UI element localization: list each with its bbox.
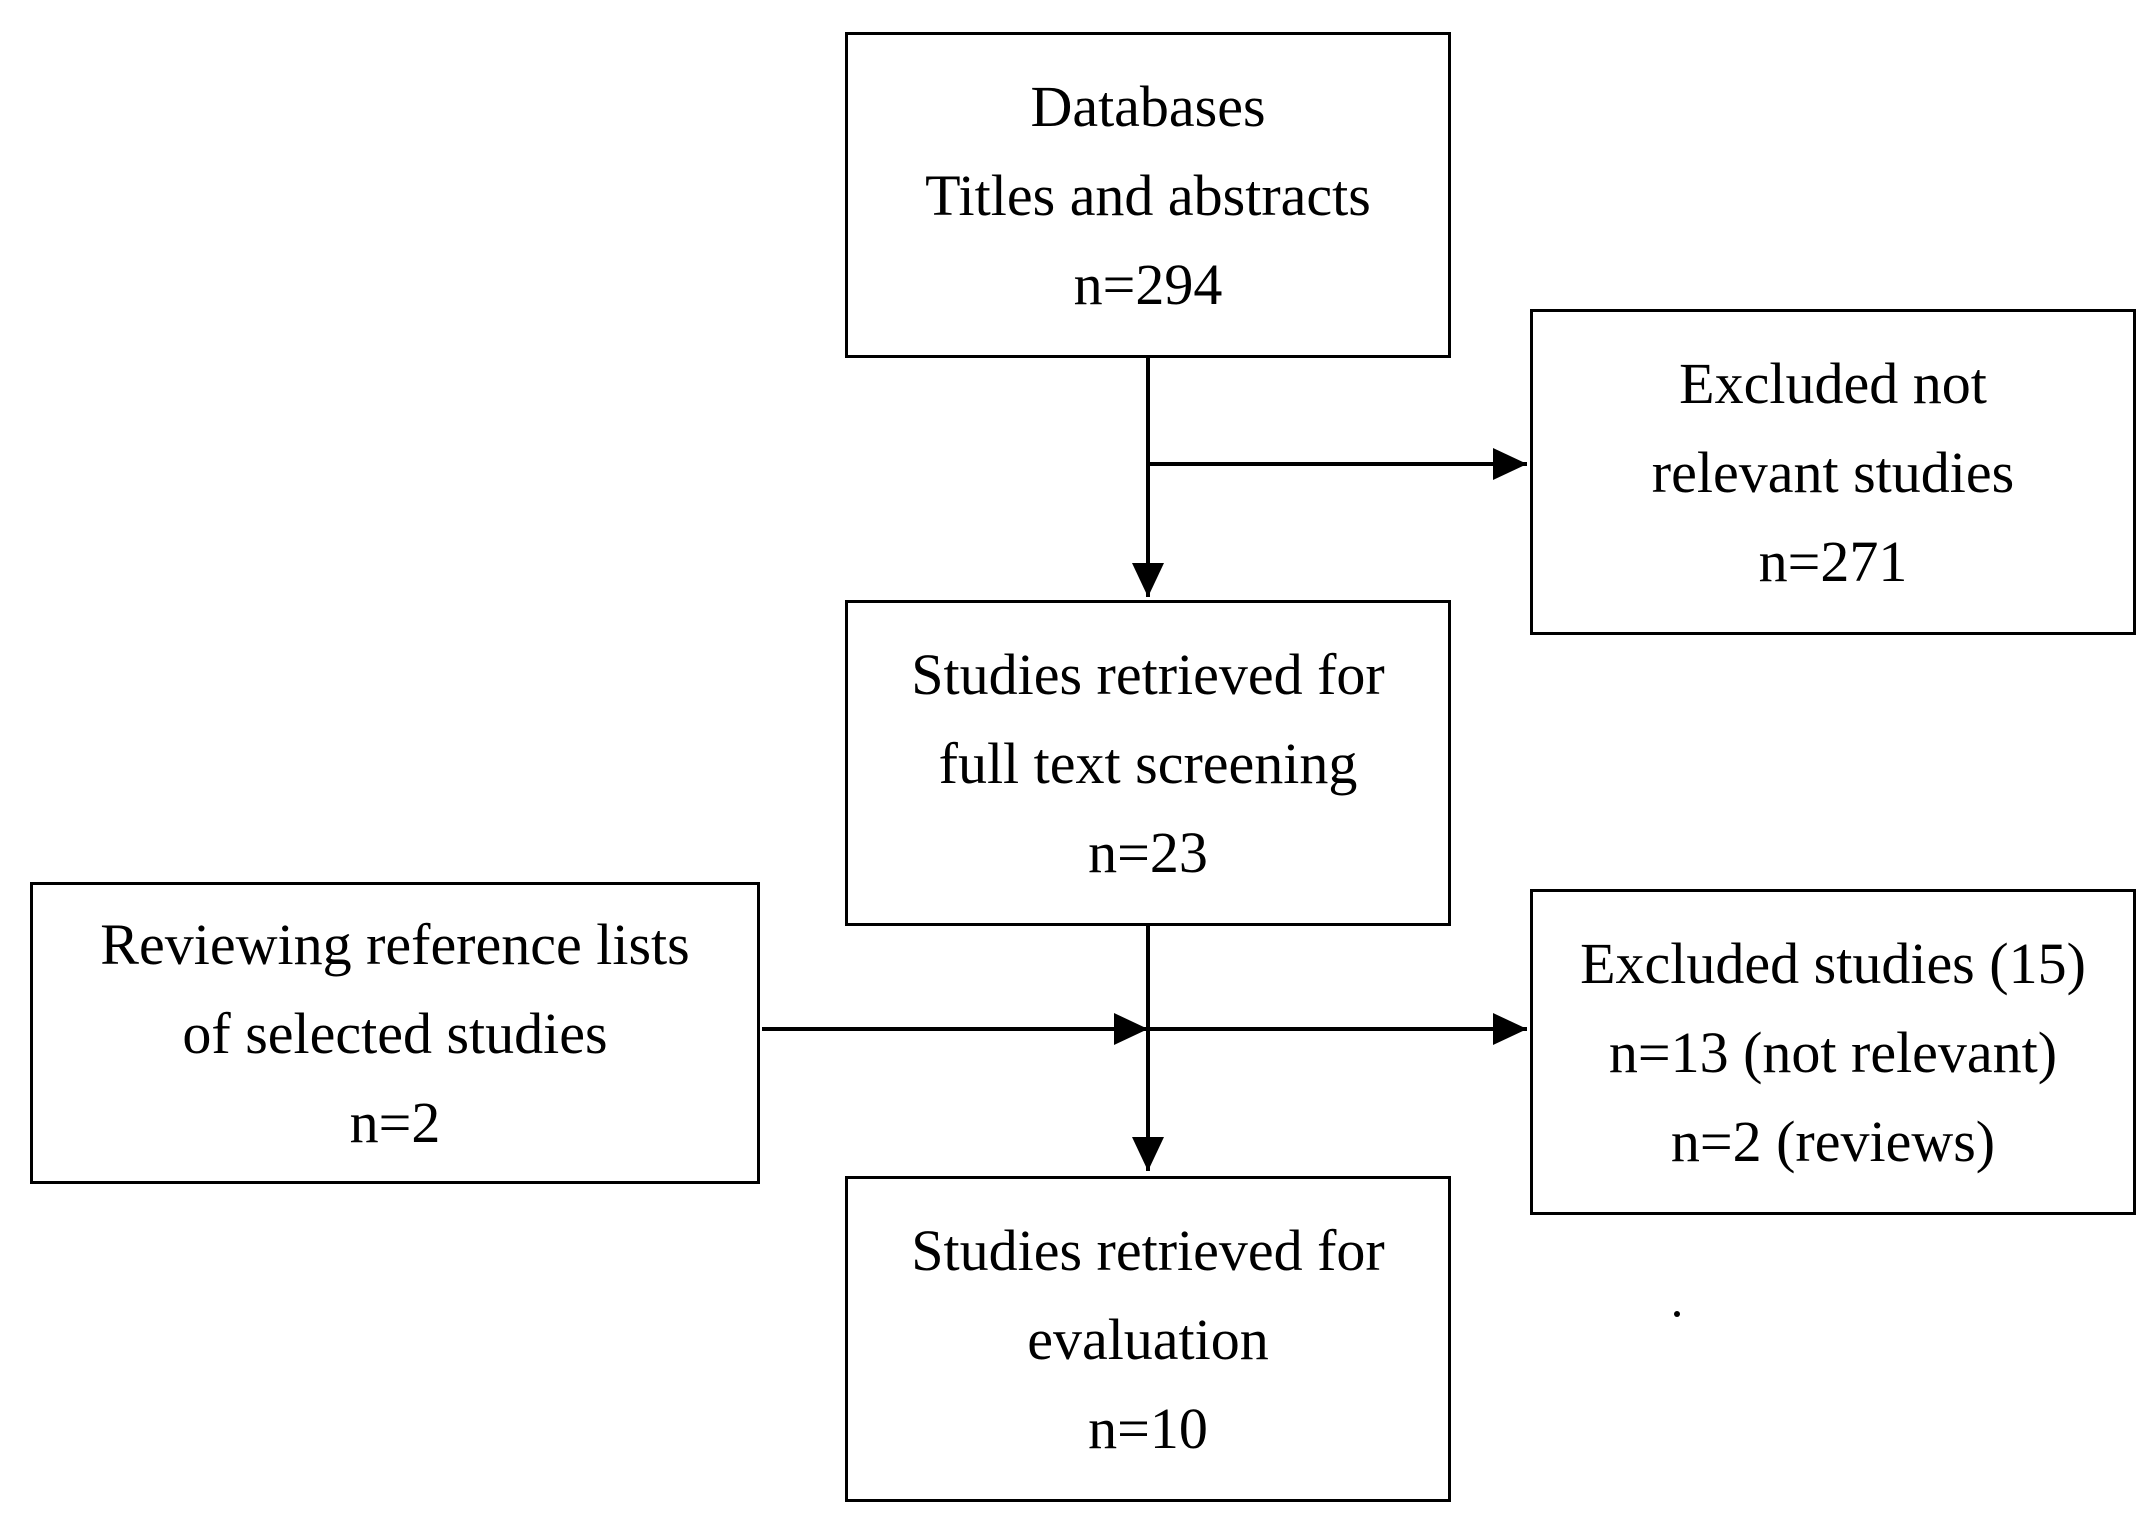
- excluded-studies-line-2: n=13 (not relevant): [1608, 1019, 2058, 1085]
- databases-box: Databases Titles and abstracts n=294: [845, 32, 1451, 358]
- databases-line-1: Databases: [1030, 73, 1266, 139]
- stray-dot: [1674, 1311, 1680, 1317]
- arrowhead-reference-lists-to-main: [1114, 1013, 1148, 1045]
- excluded-studies-line-3: n=2 (reviews): [1670, 1108, 1996, 1174]
- reference-lists-line-3: n=2: [349, 1089, 441, 1155]
- full-text-screening-line-3: n=23: [1088, 819, 1208, 885]
- full-text-screening-line-1: Studies retrieved for: [911, 641, 1385, 707]
- reference-lists-line-2: of selected studies: [182, 1000, 608, 1066]
- databases-line-3: n=294: [1073, 251, 1223, 317]
- evaluation-line-3: n=10: [1088, 1395, 1208, 1461]
- arrowhead-to-excluded-not-relevant: [1493, 448, 1527, 480]
- excluded-not-relevant-box: Excluded not relevant studies n=271: [1530, 309, 2136, 635]
- excluded-not-relevant-line-3: n=271: [1758, 528, 1908, 594]
- arrowhead-to-excluded-studies: [1493, 1013, 1527, 1045]
- excluded-not-relevant-line-1: Excluded not: [1679, 350, 1987, 416]
- excluded-studies-box: Excluded studies (15) n=13 (not relevant…: [1530, 889, 2136, 1215]
- evaluation-line-2: evaluation: [1027, 1306, 1269, 1372]
- evaluation-line-1: Studies retrieved for: [911, 1217, 1385, 1283]
- reference-lists-line-1: Reviewing reference lists: [100, 911, 690, 977]
- excluded-not-relevant-line-2: relevant studies: [1651, 439, 2015, 505]
- arrowhead-databases-to-screening: [1132, 563, 1164, 597]
- evaluation-box: Studies retrieved for evaluation n=10: [845, 1176, 1451, 1502]
- databases-line-2: Titles and abstracts: [925, 162, 1371, 228]
- full-text-screening-line-2: full text screening: [938, 730, 1358, 796]
- reference-lists-box: Reviewing reference lists of selected st…: [30, 882, 760, 1184]
- excluded-studies-line-1: Excluded studies (15): [1580, 930, 2086, 996]
- full-text-screening-box: Studies retrieved for full text screenin…: [845, 600, 1451, 926]
- arrowhead-screening-to-evaluation: [1132, 1137, 1164, 1171]
